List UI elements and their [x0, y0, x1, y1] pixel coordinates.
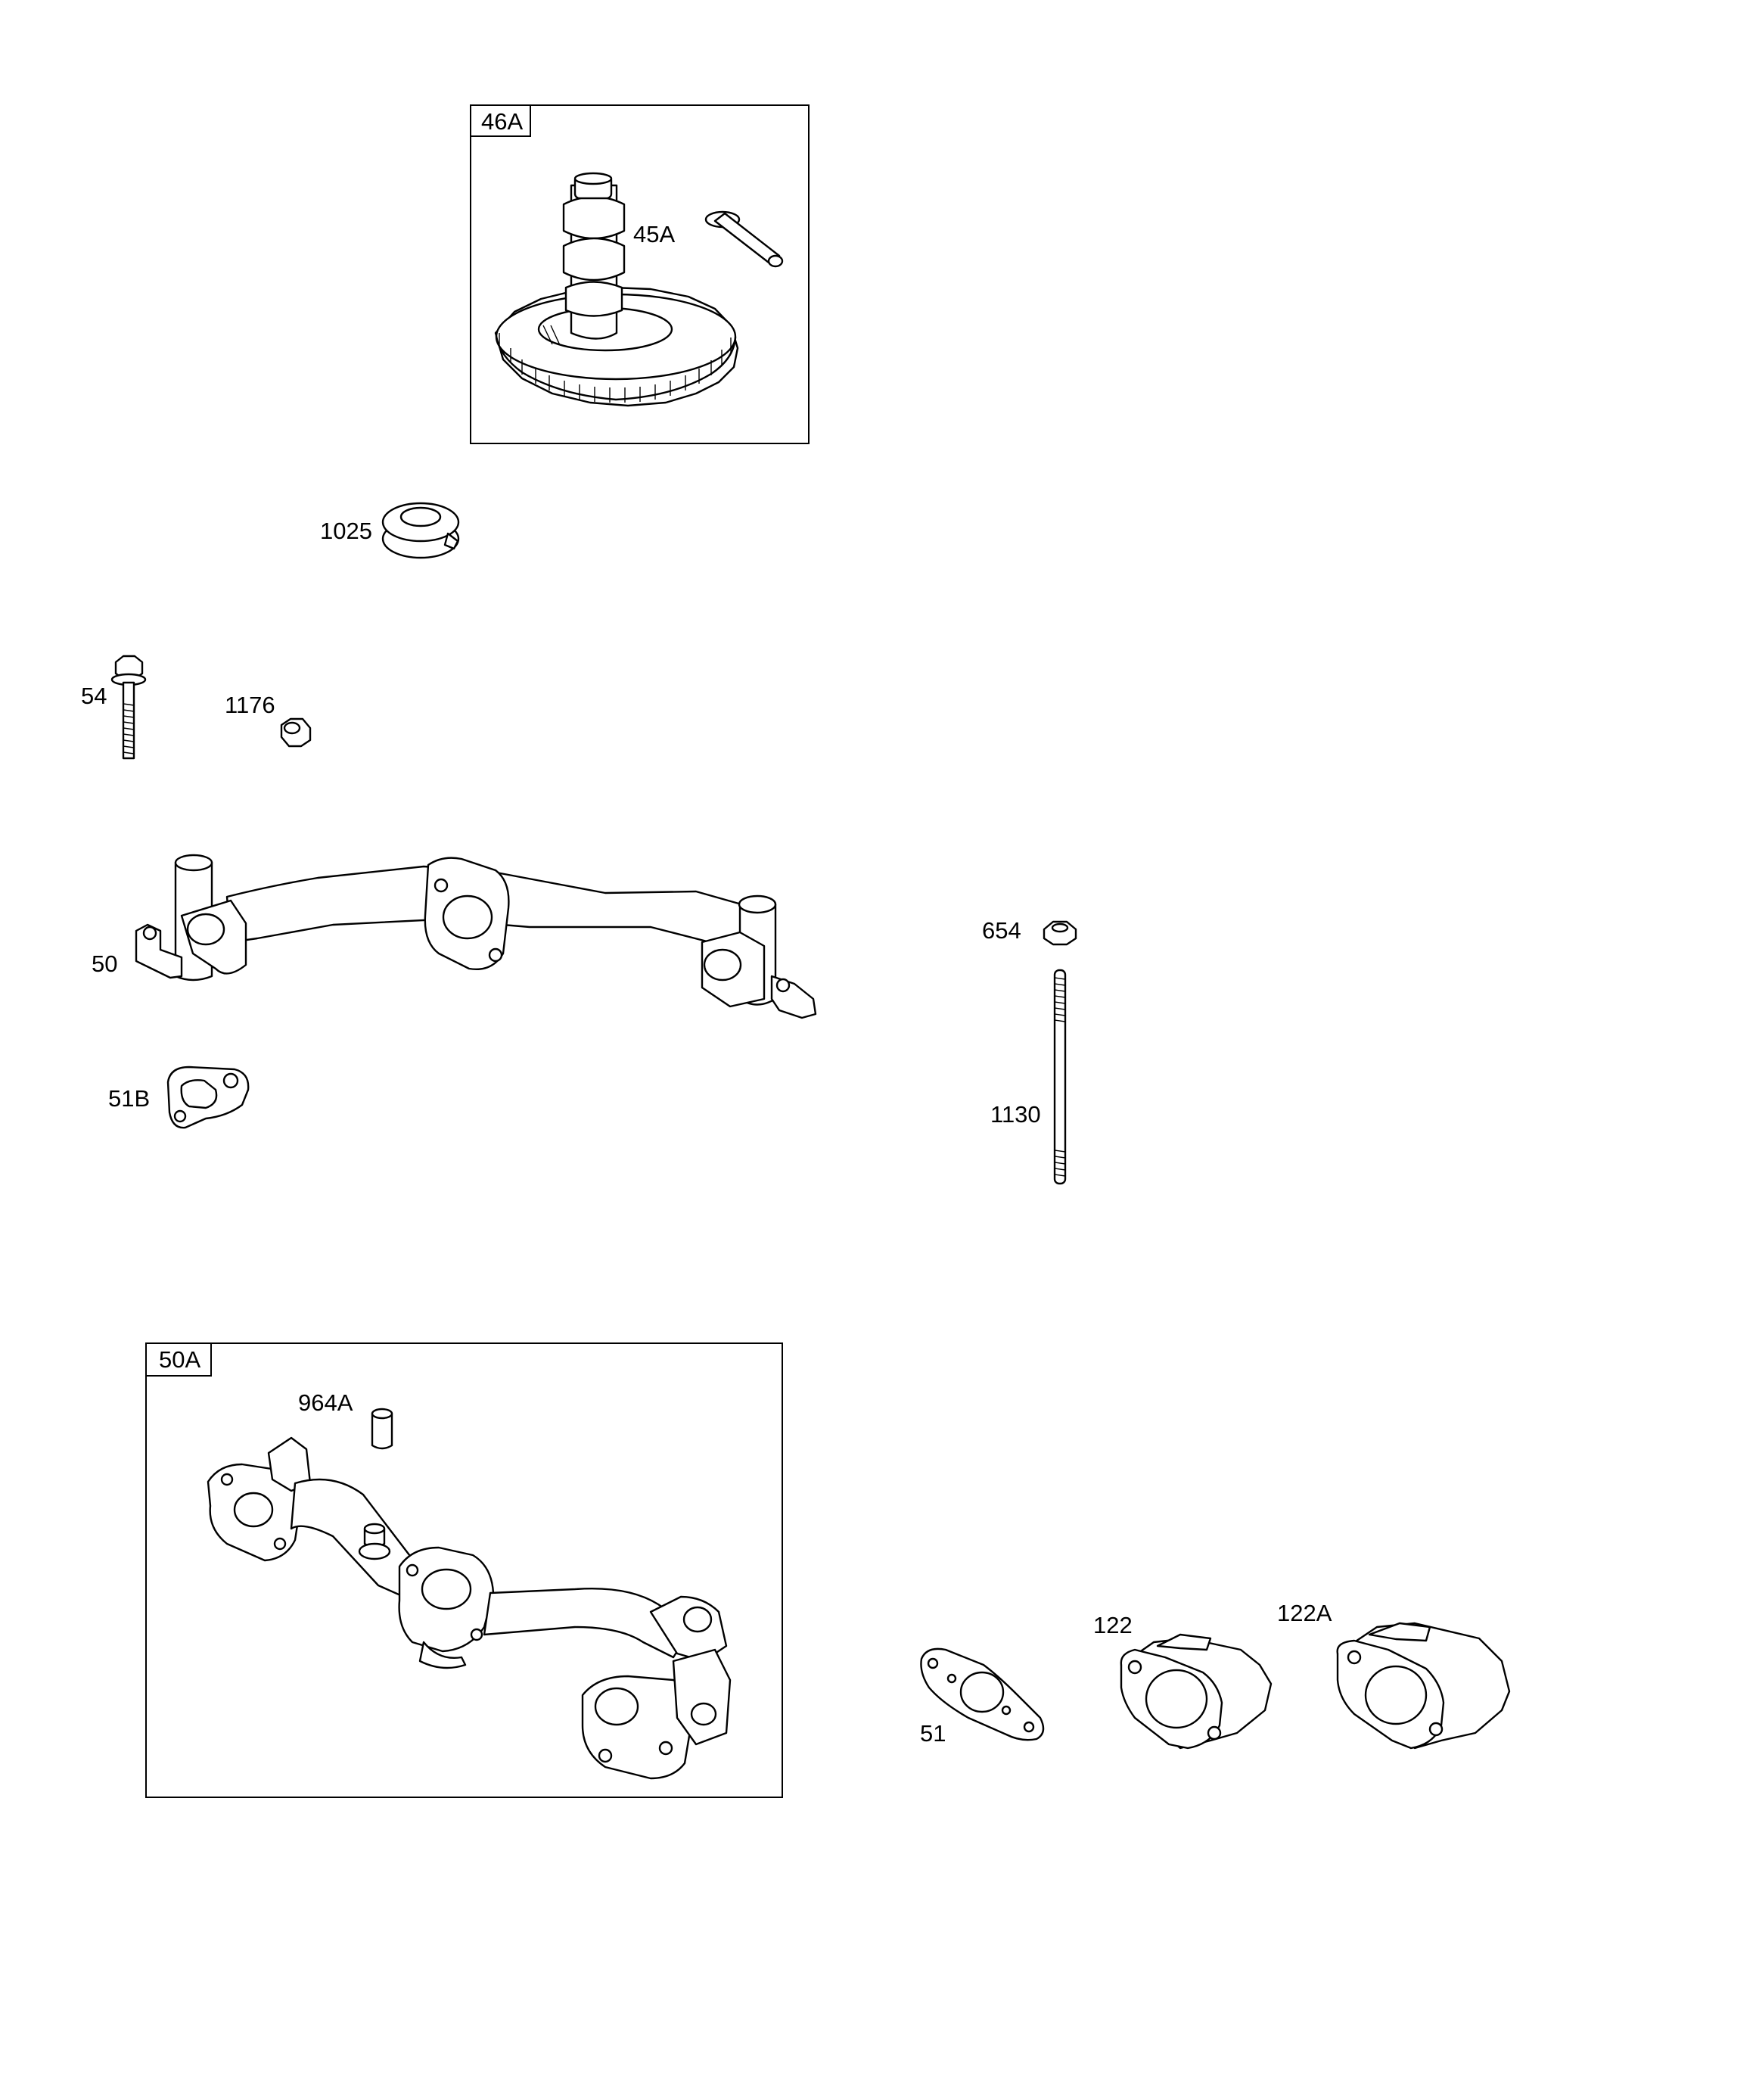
part-964a-pin	[371, 1408, 393, 1450]
part-label-654: 654	[982, 917, 1021, 944]
part-54-bolt[interactable]	[110, 655, 147, 760]
part-label-1025: 1025	[320, 518, 372, 544]
part-1176-nut[interactable]	[280, 717, 312, 748]
assembly-46a[interactable]: 46A	[470, 104, 810, 444]
part-122-spacer[interactable]	[1120, 1633, 1273, 1750]
part-label-122: 122	[1093, 1612, 1133, 1638]
part-label-964a: 964A	[298, 1389, 353, 1416]
camshaft-drawing	[562, 172, 626, 340]
part-45a-lifter[interactable]	[704, 210, 784, 268]
part-label-51b: 51B	[108, 1085, 150, 1112]
assembly-50a[interactable]: 50A	[145, 1342, 783, 1798]
part-1025-spacer[interactable]	[381, 502, 460, 559]
part-label-51: 51	[920, 1720, 946, 1747]
part-label-45a: 45A	[633, 221, 675, 247]
assembly-label-46a: 46A	[481, 108, 523, 135]
part-label-1130: 1130	[990, 1101, 1041, 1128]
part-1130-stud[interactable]	[1053, 969, 1067, 1185]
part-654-nut[interactable]	[1043, 920, 1077, 946]
part-50-manifold[interactable]	[135, 854, 817, 1019]
part-122a-spacer[interactable]	[1336, 1622, 1511, 1750]
part-label-1176: 1176	[225, 692, 275, 718]
part-label-54: 54	[81, 683, 107, 709]
assembly-label-50a: 50A	[159, 1346, 200, 1373]
part-label-122a: 122A	[1277, 1600, 1332, 1626]
part-51-gasket[interactable]	[920, 1647, 1045, 1741]
part-51b-gasket[interactable]	[166, 1066, 250, 1129]
part-label-50: 50	[92, 950, 117, 977]
manifold-50a-drawing	[207, 1436, 732, 1780]
